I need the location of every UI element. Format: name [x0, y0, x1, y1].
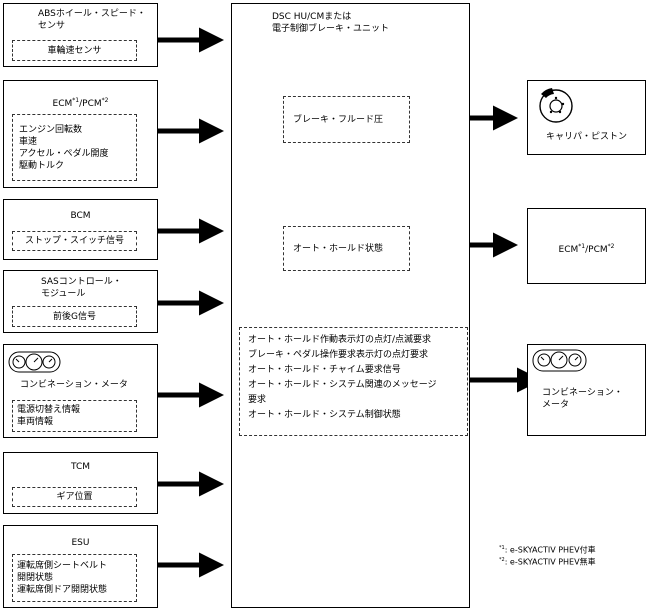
- brake-disc-icon: [539, 88, 573, 123]
- caliper-box: キャリパ・ピストン: [527, 80, 646, 155]
- meter-output-gauge-icon: [532, 349, 587, 372]
- dsc-title-1: DSC HU/CMまたは: [272, 12, 352, 22]
- meter-signal-box: 電源切替え情報 車両情報: [12, 400, 137, 432]
- meter-request-box: オート・ホールド作動表示灯の点灯/点滅要求 ブレーキ・ペダル操作要求表示灯の点灯…: [239, 327, 468, 436]
- bcm-box: BCM ストップ・スイッチ信号: [3, 199, 158, 260]
- footnote-2: *2: e-SKYACTIV PHEV無車: [499, 554, 596, 569]
- esu-signal-1: 運転席側シートベルト: [17, 561, 108, 571]
- footnote-1-text: : e-SKYACTIV PHEV付車: [504, 545, 596, 555]
- meter-input-box: コンビネーション・メータ 電源切替え情報 車両情報: [3, 344, 158, 438]
- ecm-pcm-input-box: ECM*1/PCM*2 エンジン回転数 車速 アクセル・ペダル開度 駆動トルク: [3, 80, 158, 188]
- ecm-pcm-output-box: ECM*1/PCM*2: [527, 208, 646, 284]
- tcm-signal: ギア位置: [56, 492, 93, 502]
- bcm-signal-box: ストップ・スイッチ信号: [12, 231, 137, 251]
- sas-box: SASコントロール・ モジュール 前後G信号: [3, 270, 158, 333]
- ecm-out-main: ECM: [558, 245, 579, 255]
- ecm-signal-3: アクセル・ペダル開度: [19, 149, 109, 159]
- abs-signal: 車輪速センサ: [47, 46, 102, 56]
- meter-gauge-icon: [8, 351, 61, 373]
- meter-request-2: ブレーキ・ペダル操作要求表示灯の点灯要求: [248, 350, 429, 360]
- bcm-signal: ストップ・スイッチ信号: [24, 236, 124, 246]
- abs-sensor-box: ABSホイール・スピード・ センサ 車輪速センサ: [3, 3, 158, 67]
- footnote-2-mark: *2: [499, 557, 505, 563]
- sas-title-2: モジュール: [41, 289, 86, 299]
- meter-input-title: コンビネーション・メータ: [20, 380, 128, 390]
- meter-request-6: オート・ホールド・システム制御状態: [248, 410, 401, 420]
- auto-hold-status-label: オート・ホールド状態: [293, 244, 384, 254]
- esu-signal-2: 開閉状態: [17, 573, 54, 583]
- ecm-signal-4: 駆動トルク: [19, 161, 65, 171]
- meter-request-1: オート・ホールド作動表示灯の点灯/点滅要求: [248, 335, 432, 345]
- meter-signal-2: 車両情報: [17, 417, 54, 427]
- ecm-out-sup1: *1: [578, 243, 586, 250]
- abs-title-2: センサ: [38, 21, 66, 31]
- meter-request-3: オート・ホールド・チャイム要求信号: [248, 365, 401, 375]
- footnote-1-mark: *1: [499, 545, 505, 551]
- esu-box: ESU 運転席側シートベルト 開閉状態 運転席側ドア開閉状態: [3, 525, 158, 608]
- ecm-out-mid: /PCM: [585, 245, 608, 255]
- tcm-box: TCM ギア位置: [3, 452, 158, 514]
- sas-title-1: SASコントロール・: [41, 277, 122, 287]
- dsc-unit-box: DSC HU/CMまたは 電子制御ブレーキ・ユニット ブレーキ・フルード圧 オー…: [231, 3, 470, 608]
- footnote-2-text: : e-SKYACTIV PHEV無車: [504, 557, 596, 567]
- brake-pressure-box: ブレーキ・フルード圧: [283, 96, 410, 143]
- meter-output-label-2: メータ: [542, 400, 570, 410]
- ecm-signal-2: 車速: [19, 137, 38, 147]
- ecm-signal-box: エンジン回転数 車速 アクセル・ペダル開度 駆動トルク: [12, 114, 137, 181]
- ecm-signal-1: エンジン回転数: [19, 125, 83, 135]
- ecm-title-sup2: *2: [101, 97, 109, 104]
- meter-output-box: コンビネーション・ メータ: [527, 344, 646, 436]
- ecm-pcm-title: ECM*1/PCM*2: [4, 95, 157, 110]
- ecm-title-mid: /PCM: [79, 99, 102, 109]
- esu-signal-3: 運転席側ドア開閉状態: [17, 585, 108, 595]
- footnote-1: *1: e-SKYACTIV PHEV付車: [499, 542, 596, 557]
- meter-output-label-1: コンビネーション・: [542, 388, 623, 398]
- auto-hold-status-box: オート・ホールド状態: [283, 226, 410, 271]
- brake-pressure-label: ブレーキ・フルード圧: [293, 115, 384, 125]
- esu-title: ESU: [71, 538, 90, 548]
- ecm-title-main: ECM: [52, 99, 73, 109]
- meter-request-5: 要求: [248, 395, 267, 405]
- sas-signal: 前後G信号: [53, 312, 96, 322]
- ecm-out-sup2: *2: [607, 243, 615, 250]
- meter-signal-1: 電源切替え情報: [17, 405, 81, 415]
- caliper-label: キャリパ・ピストン: [546, 132, 628, 142]
- ecm-pcm-output-label: ECM*1/PCM*2: [528, 241, 645, 256]
- dsc-title-2: 電子制御ブレーキ・ユニット: [272, 24, 390, 34]
- abs-signal-box: 車輪速センサ: [12, 40, 137, 61]
- tcm-title: TCM: [70, 462, 91, 472]
- ecm-title-sup1: *1: [72, 97, 80, 104]
- meter-request-4: オート・ホールド・システム関連のメッセージ: [248, 380, 437, 390]
- bcm-title: BCM: [70, 211, 91, 221]
- tcm-signal-box: ギア位置: [12, 487, 137, 507]
- sas-signal-box: 前後G信号: [12, 306, 137, 327]
- abs-title-1: ABSホイール・スピード・: [38, 9, 146, 19]
- esu-signal-box: 運転席側シートベルト 開閉状態 運転席側ドア開閉状態: [12, 554, 137, 602]
